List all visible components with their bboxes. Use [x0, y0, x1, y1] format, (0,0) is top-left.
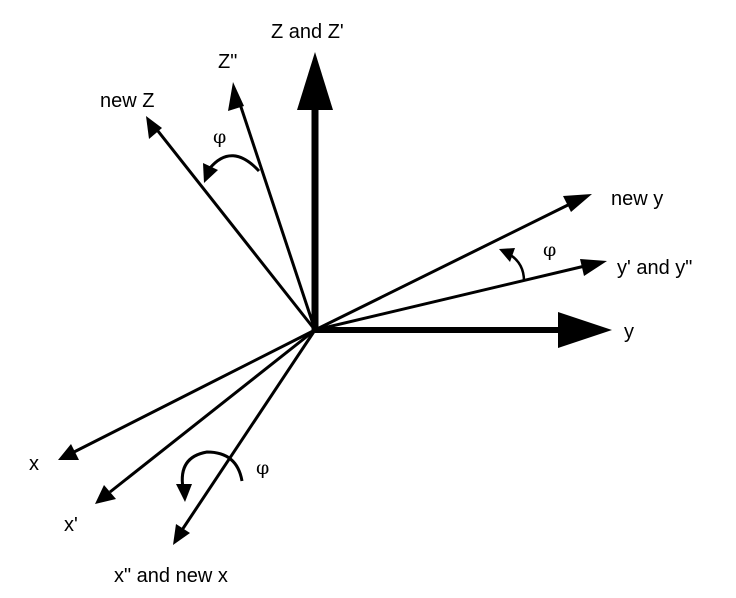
- z2-axis: [228, 82, 317, 331]
- label-x-double-prime-and-new-x: x" and new x: [114, 565, 228, 587]
- x-axis: [58, 328, 316, 460]
- y1-axis: [314, 259, 607, 332]
- phi-label-right: φ: [543, 239, 556, 261]
- x2-axis: [173, 329, 317, 545]
- new-y-axis: [314, 194, 592, 332]
- phi-label-bottom: φ: [256, 457, 269, 479]
- y-axis: [315, 312, 612, 348]
- label-z-double-prime: Z": [218, 51, 237, 73]
- label-new-y: new y: [611, 188, 663, 210]
- label-y-prime-and-y-double-prime: y' and y": [617, 257, 692, 279]
- new-z-axis: [146, 116, 317, 331]
- phi-label-top: φ: [213, 126, 226, 148]
- label-new-z: new Z: [100, 90, 154, 112]
- label-y: y: [624, 321, 634, 343]
- angle-arc-top: [203, 154, 261, 183]
- label-x-prime: x': [64, 514, 78, 536]
- label-z-and-z-prime: Z and Z': [271, 21, 344, 43]
- z-axis: [297, 52, 333, 330]
- label-x: x: [29, 453, 39, 475]
- angle-arc-right: [499, 248, 526, 282]
- angle-arc-bottom: [176, 450, 244, 502]
- x1-axis: [95, 328, 316, 504]
